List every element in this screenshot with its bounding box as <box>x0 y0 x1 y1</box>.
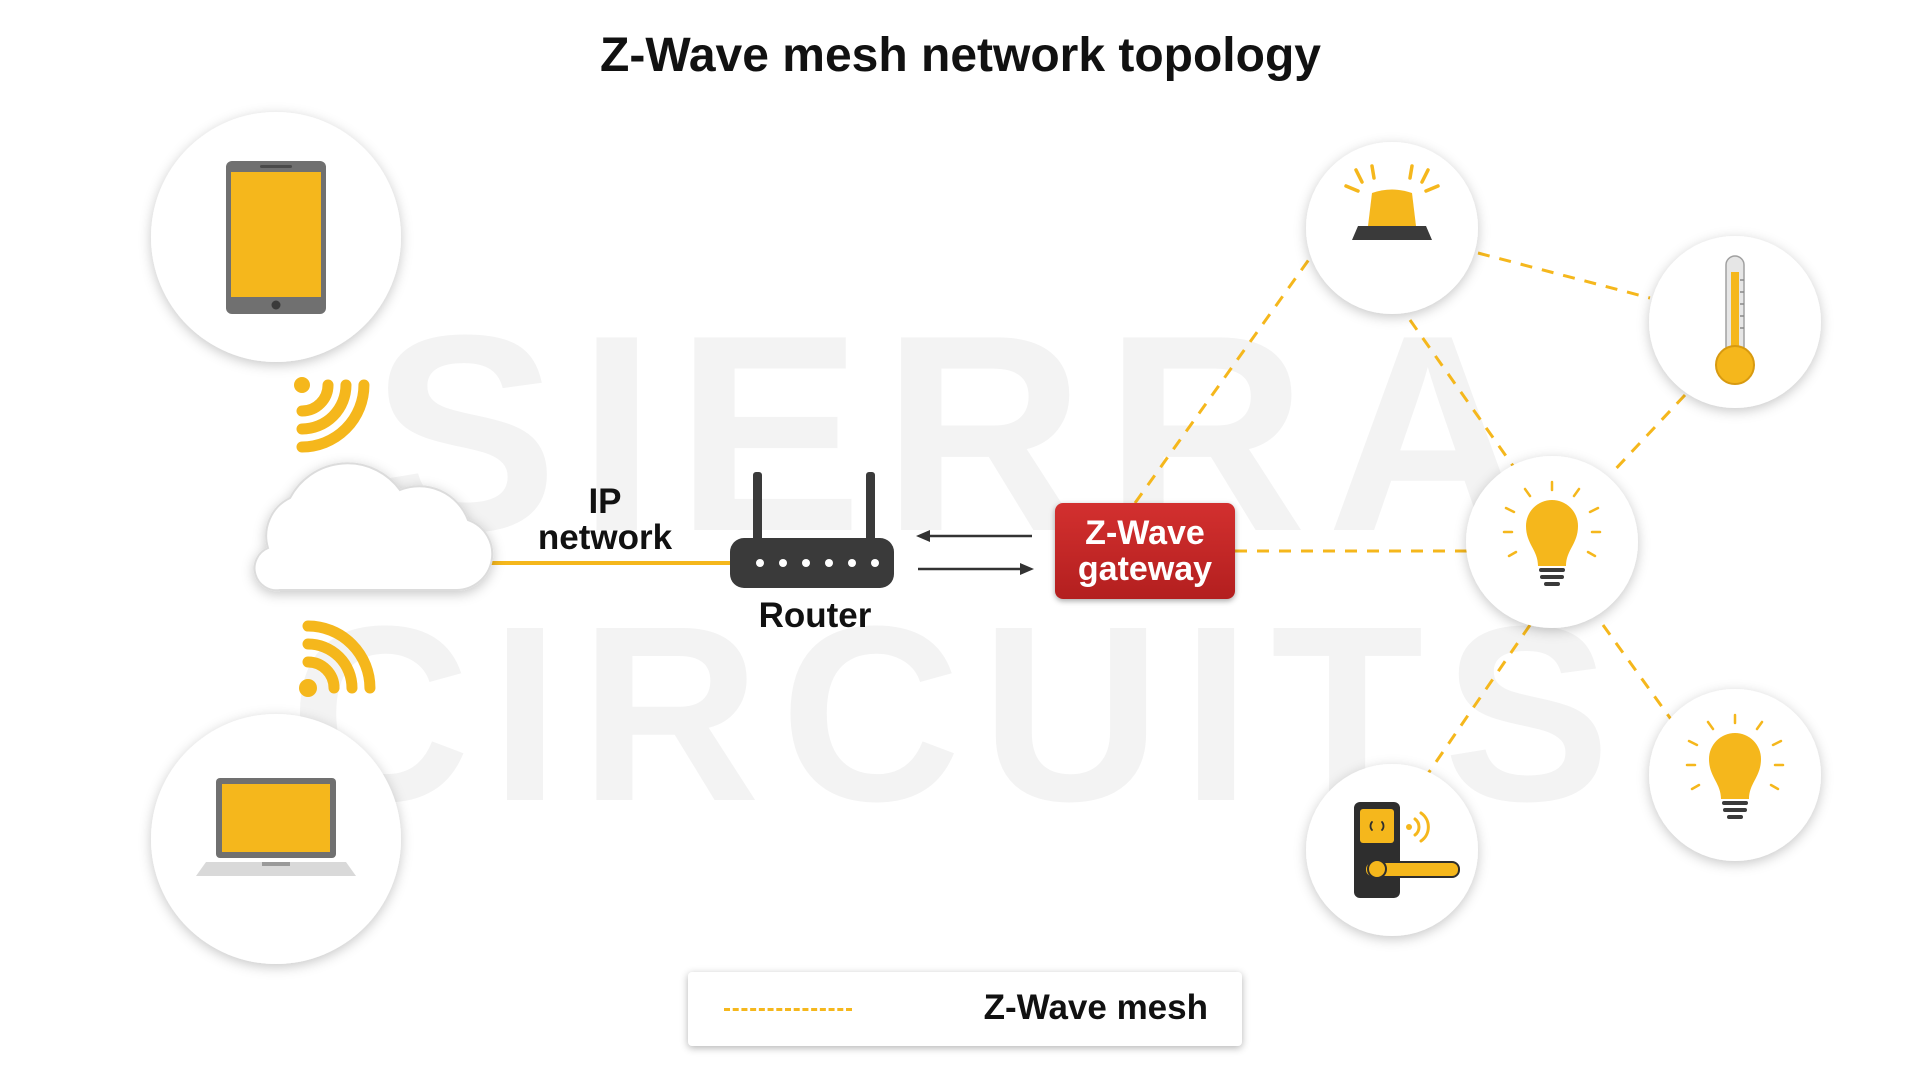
router-icon <box>730 472 894 588</box>
siren-icon <box>1344 164 1440 240</box>
arrow-right-head <box>1020 563 1034 575</box>
mesh-link-thermometer-bulb <box>1608 393 1687 477</box>
mesh-links <box>1133 251 1687 779</box>
ip-network-label-line2: network <box>537 518 673 557</box>
diagram-title: Z-Wave mesh network topology <box>600 29 1321 82</box>
door-lock-icon <box>1354 802 1460 898</box>
laptop-icon <box>196 778 356 876</box>
bulb-node-center <box>1466 456 1638 628</box>
wifi-icon-bottom <box>299 620 376 697</box>
router-label: Router <box>758 596 872 635</box>
thermometer-icon <box>1715 255 1755 385</box>
laptop-node <box>151 714 401 964</box>
zwave-gateway: Z-Wave gateway <box>1055 503 1235 599</box>
mesh-link-siren-bulb <box>1408 319 1520 474</box>
ip-network-label-line1: IP <box>588 482 622 521</box>
legend-mesh-line <box>724 1008 852 1011</box>
gateway-label-line1: Z-Wave <box>1085 514 1205 552</box>
router-gateway-arrows <box>916 530 1034 575</box>
siren-node <box>1306 142 1478 314</box>
watermark: SIERRA CIRCUITS <box>290 278 1611 853</box>
wifi-icon-top <box>294 377 370 453</box>
legend-mesh-label: Z-Wave mesh <box>983 988 1208 1027</box>
tablet-node <box>151 112 401 362</box>
light-bulb-icon <box>1685 713 1785 819</box>
gateway-label-line2: gateway <box>1077 550 1213 588</box>
mesh-link-bulb-bulb2 <box>1601 624 1675 723</box>
mesh-link-siren-thermometer <box>1477 251 1651 300</box>
watermark-line1: SIERRA <box>371 278 1549 590</box>
door-lock-node <box>1306 764 1478 936</box>
bulb-node-right <box>1649 689 1821 861</box>
arrow-left-head <box>916 530 930 542</box>
light-bulb-icon <box>1502 480 1602 586</box>
ip-network-label: IP network <box>530 484 680 556</box>
thermometer-node <box>1649 236 1821 408</box>
cloud-icon <box>253 462 494 592</box>
mesh-link-bulb-lock <box>1423 624 1532 779</box>
tablet-icon <box>226 161 326 314</box>
legend: Z-Wave mesh <box>688 972 1242 1046</box>
mesh-link-gateway-siren <box>1133 257 1312 504</box>
